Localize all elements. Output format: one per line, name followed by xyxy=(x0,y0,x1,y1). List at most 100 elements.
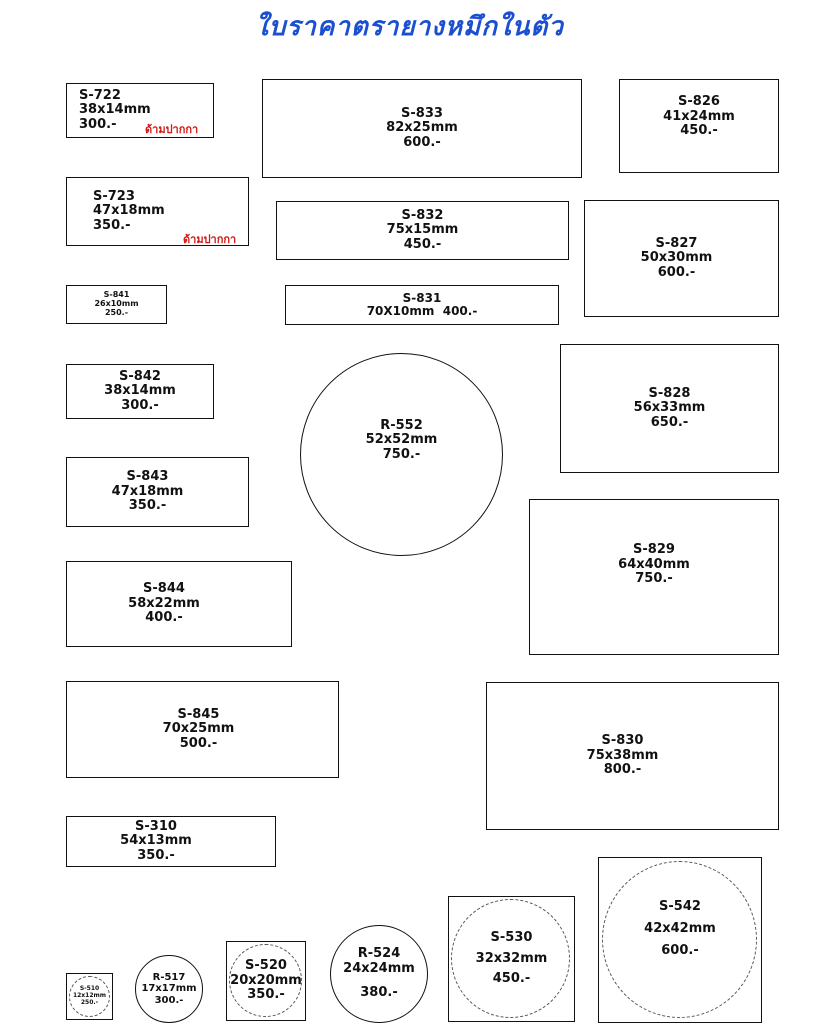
stamp-price: 250.- xyxy=(104,307,129,317)
stamp-size: 52x52mm xyxy=(365,432,438,448)
stamp-price: 750.- xyxy=(635,571,673,587)
stamp-s841[interactable]: S-841 26x10mm 250.- xyxy=(66,285,167,324)
stamp-code: S-844 xyxy=(143,581,185,597)
stamp-price: 600.- xyxy=(657,264,696,280)
stamp-r524[interactable]: R-524 24x24mm 380.- xyxy=(330,925,428,1023)
stamp-code: S-530 xyxy=(490,929,533,945)
stamp-code: R-552 xyxy=(380,417,423,433)
stamp-code: R-524 xyxy=(357,946,401,962)
stamp-size: 75x15mm xyxy=(386,222,459,238)
dashed-circle-outline xyxy=(451,899,570,1018)
stamp-code: S-830 xyxy=(601,733,644,749)
stamp-code: S-845 xyxy=(177,706,220,722)
stamp-price: 400.- xyxy=(145,610,183,626)
stamp-code: S-842 xyxy=(119,368,161,384)
stamp-size: 12x12mm xyxy=(72,992,107,1000)
stamp-size: 17x17mm xyxy=(141,983,197,995)
stamp-code: S-722 xyxy=(79,87,121,103)
stamp-price: 300.- xyxy=(154,994,184,1006)
stamp-size: 41x24mm xyxy=(663,108,735,124)
stamp-code: S-829 xyxy=(633,542,675,558)
stamp-s833[interactable]: S-833 82x25mm 600.- xyxy=(262,79,582,178)
stamp-size: 24x24mm xyxy=(343,960,415,976)
stamp-code: S-841 xyxy=(103,290,130,300)
stamp-price: 600.- xyxy=(403,134,441,150)
stamp-size: 38x14mm xyxy=(79,102,151,118)
stamp-code: S-827 xyxy=(655,235,698,251)
stamp-price: 450.- xyxy=(403,236,442,252)
stamp-s843[interactable]: S-843 47x18mm 350.- xyxy=(66,457,249,527)
stamp-s831[interactable]: S-831 70X10mm 400.- xyxy=(285,285,559,325)
stamp-s830[interactable]: S-830 75x38mm 800.- xyxy=(486,682,779,830)
stamp-note: ด้ามปากกา xyxy=(145,123,199,136)
stamp-r517[interactable]: R-517 17x17mm 300.- xyxy=(135,955,203,1023)
dashed-circle-outline xyxy=(69,976,110,1017)
stamp-price: 400.- xyxy=(442,304,478,318)
stamp-price: 450.- xyxy=(680,123,718,139)
stamp-code: S-542 xyxy=(659,898,701,914)
stamp-size: 38x14mm xyxy=(104,383,176,399)
stamp-s844[interactable]: S-844 58x22mm 400.- xyxy=(66,561,292,647)
stamp-code: S-833 xyxy=(401,105,443,121)
stamp-price: 380.- xyxy=(360,985,398,1001)
stamp-code: S-832 xyxy=(401,207,444,223)
stamp-s520[interactable]: S-520 20x20mm 350.- xyxy=(226,941,306,1021)
stamp-code: S-510 xyxy=(79,985,100,993)
stamp-price: 800.- xyxy=(603,762,642,778)
stamp-s827[interactable]: S-827 50x30mm 600.- xyxy=(584,200,779,317)
stamp-price: 750.- xyxy=(382,446,421,462)
stamp-price: 350.- xyxy=(137,847,175,863)
dashed-circle-outline xyxy=(229,944,302,1017)
page-title: ใบราคาตรายางหมึกในตัว xyxy=(255,12,564,42)
stamp-size: 26x10mm xyxy=(94,299,139,309)
stamp-size: 82x25mm xyxy=(386,120,458,136)
stamp-s828[interactable]: S-828 56x33mm 650.- xyxy=(560,344,779,473)
stamp-s829[interactable]: S-829 64x40mm 750.- xyxy=(529,499,779,655)
stamp-price: 350.- xyxy=(247,987,285,1003)
stamp-size: 42x42mm xyxy=(644,920,716,936)
stamp-size: 47x18mm xyxy=(111,483,184,499)
stamp-s542[interactable]: S-542 42x42mm 600.- xyxy=(598,857,762,1023)
stamp-size: 58x22mm xyxy=(128,595,200,611)
stamp-s310[interactable]: S-310 54x13mm 350.- xyxy=(66,816,276,867)
stamp-price: 500.- xyxy=(179,735,218,751)
stamp-size: 70x25mm xyxy=(162,721,235,737)
stamp-size: 75x38mm xyxy=(586,747,659,763)
stamp-size: 47x18mm xyxy=(93,203,165,219)
stamp-price: 450.- xyxy=(492,971,531,987)
dashed-circle-outline xyxy=(602,861,757,1018)
stamp-code: S-831 xyxy=(402,290,442,305)
stamp-price: 350.- xyxy=(128,498,167,514)
stamp-size: 20x20mm xyxy=(230,972,302,988)
stamp-size: 32x32mm xyxy=(475,950,548,966)
stamp-s723[interactable]: S-723 47x18mm 350.- ด้ามปากกา xyxy=(66,177,249,246)
stamp-code: S-723 xyxy=(93,188,135,204)
stamp-code: S-520 xyxy=(245,958,287,974)
stamp-s842[interactable]: S-842 38x14mm 300.- xyxy=(66,364,214,419)
stamp-s845[interactable]: S-845 70x25mm 500.- xyxy=(66,681,339,778)
stamp-code: S-843 xyxy=(126,469,169,485)
stamp-size: 54x13mm xyxy=(120,833,192,849)
stamp-code: S-310 xyxy=(135,818,177,834)
stamp-s510[interactable]: S-510 12x12mm 250.- xyxy=(66,973,113,1020)
stamp-s832[interactable]: S-832 75x15mm 450.- xyxy=(276,201,569,260)
stamp-s826[interactable]: S-826 41x24mm 450.- xyxy=(619,79,779,173)
stamp-price: 350.- xyxy=(93,217,131,233)
stamp-r552[interactable]: R-552 52x52mm 750.- xyxy=(300,353,503,556)
stamp-s530[interactable]: S-530 32x32mm 450.- xyxy=(448,896,575,1022)
stamp-note: ด้ามปากกา xyxy=(183,233,237,246)
stamp-price: 300.- xyxy=(79,116,117,132)
stamp-price: 600.- xyxy=(661,943,699,959)
stamp-size: 70X10mm xyxy=(366,304,435,318)
stamp-s722[interactable]: S-722 38x14mm 300.- ด้ามปากกา xyxy=(66,83,214,138)
stamp-code: R-517 xyxy=(152,972,186,984)
stamp-size: 64x40mm xyxy=(618,556,690,572)
stamp-size: 56x33mm xyxy=(633,400,706,416)
stamp-price: 250.- xyxy=(80,998,99,1006)
stamp-code: S-828 xyxy=(648,385,691,401)
stamp-size-price: 70X10mm 400.- xyxy=(366,304,478,318)
stamp-size: 50x30mm xyxy=(640,250,713,266)
stamp-price: 300.- xyxy=(121,397,159,413)
stamp-code: S-826 xyxy=(678,94,720,110)
stamp-price: 650.- xyxy=(650,414,689,430)
